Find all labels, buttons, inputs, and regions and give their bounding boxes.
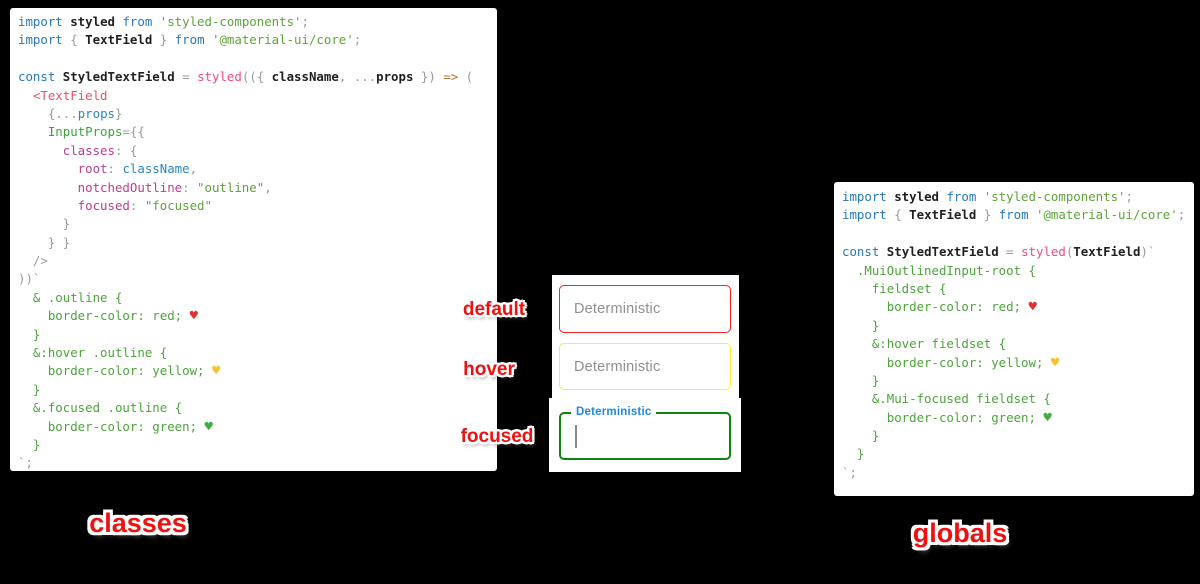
classes-code-block: import styled from 'styled-components';i… [18, 14, 474, 471]
state-label-hover: hover [463, 359, 515, 380]
textfield-focused[interactable]: Deterministic [559, 405, 731, 460]
textfield-default[interactable]: Deterministic [559, 285, 731, 333]
caption-globals: globals [912, 518, 1008, 548]
textfield-placeholder: Deterministic [574, 301, 661, 317]
textfield-floating-label: Deterministic [571, 405, 657, 419]
caption-classes: classes [89, 508, 187, 538]
globals-code-block: import styled from 'styled-components';i… [842, 189, 1186, 480]
classes-code-panel: import styled from 'styled-components';i… [10, 8, 497, 471]
textfield-placeholder: Deterministic [574, 358, 661, 375]
globals-code-panel: import styled from 'styled-components';i… [834, 182, 1194, 496]
state-label-focused: focused [460, 426, 534, 447]
state-label-default: default [462, 299, 526, 320]
text-cursor [575, 425, 577, 448]
textfield-hover[interactable]: Deterministic [559, 343, 731, 390]
